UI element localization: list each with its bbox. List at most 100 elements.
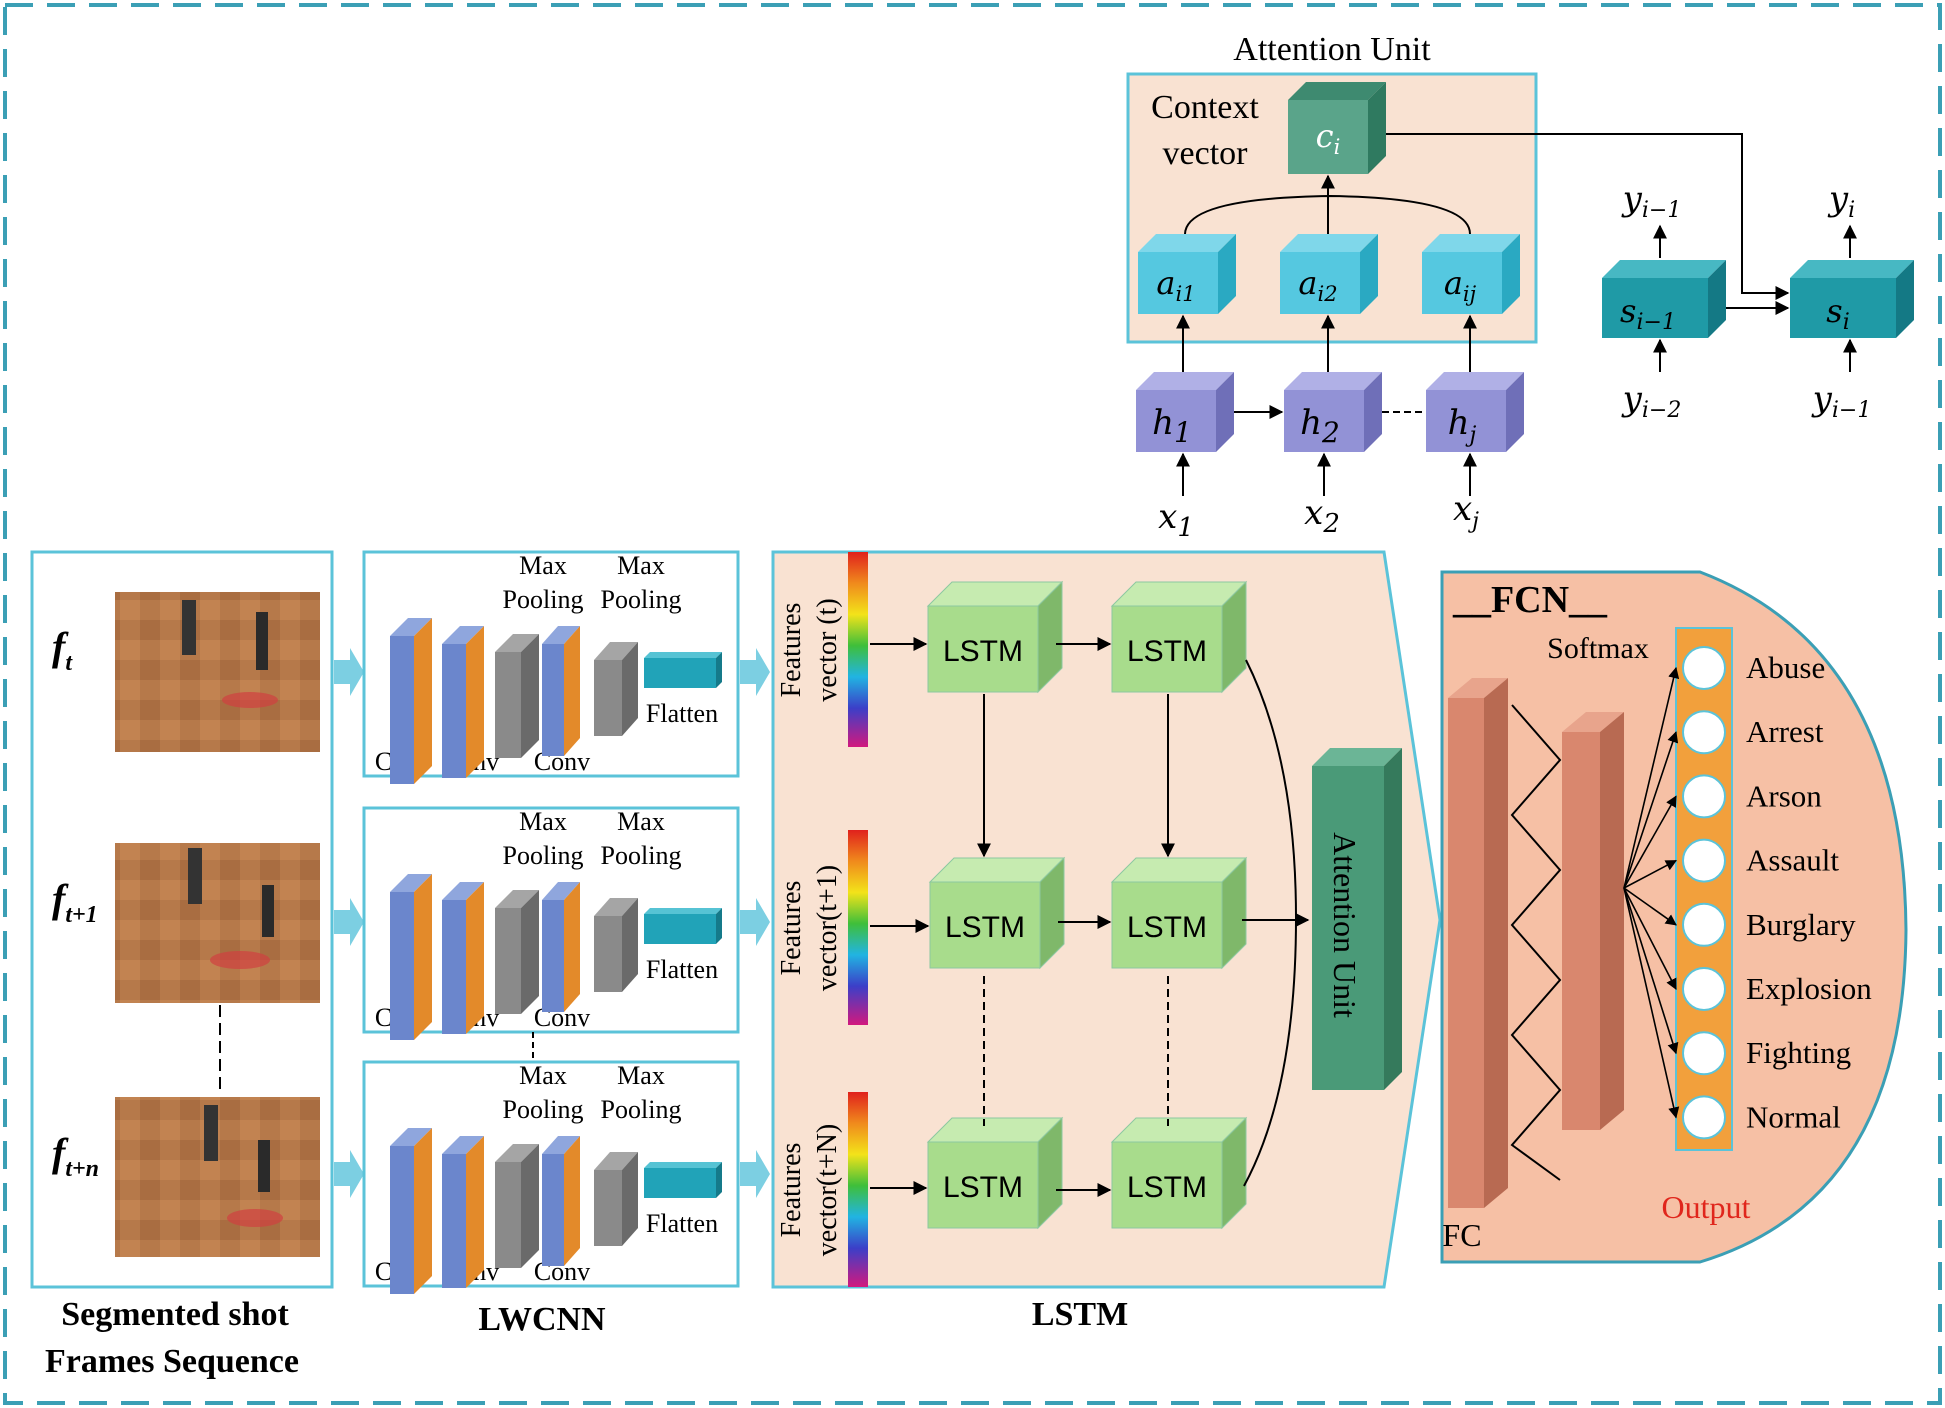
svg-text:yi−1: yi−1 [1811, 379, 1872, 423]
context-to-state-arrow [1386, 133, 1790, 300]
flatten-block [644, 652, 722, 688]
x1-symbol: x [1158, 497, 1177, 537]
svg-text:aij: aij [1444, 264, 1477, 306]
lstm-caption: LSTM [1032, 1296, 1128, 1333]
lstm-cell-label: LSTM [1127, 1171, 1207, 1204]
lstm-cell-label: LSTM [1127, 635, 1207, 668]
pooling-label-2: Pooling [601, 841, 682, 870]
y-cur-top-symbol: y [1827, 179, 1849, 219]
flatten-label: Flatten [646, 1209, 718, 1238]
softmax-layer-bar [1562, 712, 1624, 1130]
lwcnn-panel-1: MaxMaxPoolingPoolingConvConvConvFlatten [362, 550, 740, 784]
y-cur-bottom-subscript: i−1 [1832, 398, 1871, 423]
pooling-label-2: Pooling [601, 585, 682, 614]
flatten-block [644, 908, 722, 944]
svg-text:si: si [1826, 292, 1849, 335]
feature-label-2-line1: Features [776, 881, 807, 976]
output-node-1 [1682, 646, 1726, 690]
frame-image-3 [115, 1097, 320, 1257]
max-label-1: Max [519, 1061, 567, 1090]
class-label-abuse: Abuse [1746, 650, 1825, 685]
conv-block-3 [542, 626, 580, 756]
output-label: Output [1662, 1189, 1751, 1225]
attention-unit-bar-label: Attention Unit [1327, 832, 1363, 1018]
pooling-label-2: Pooling [601, 1095, 682, 1124]
aggregation-arc [1184, 194, 1471, 235]
max-label-2: Max [617, 1061, 665, 1090]
fc-connections [1510, 704, 1562, 1181]
conv-block-1 [390, 1128, 432, 1294]
svg-text:xj: xj [1453, 489, 1479, 534]
s-cur-subscript: i [1843, 310, 1850, 335]
s-prev-subscript: i−1 [1636, 310, 1675, 335]
feature-label-1-line2: vector (t) [812, 598, 843, 701]
svg-text:h1: h1 [1152, 403, 1192, 449]
decoder-state-current-cube: si [1790, 260, 1914, 338]
a1-symbol: a [1156, 264, 1175, 302]
lstm-cell-label: LSTM [943, 635, 1023, 668]
conv-block-2 [442, 626, 484, 778]
pool-block-2 [594, 898, 638, 992]
svg-text:yi−1: yi−1 [1621, 179, 1682, 223]
svg-text:yi: yi [1827, 179, 1855, 223]
max-label-1: Max [519, 807, 567, 836]
svg-text:yi−2: yi−2 [1621, 379, 1682, 423]
x2-subscript: 2 [1322, 509, 1340, 539]
decoder-states: si−1 si yi−1 yi yi−2 yi−1 [1386, 133, 1914, 423]
output-node-5 [1682, 902, 1726, 947]
feature-bar-1 [848, 552, 868, 747]
conv-block-1 [390, 618, 432, 784]
attention-weight-cube-3: aij [1422, 234, 1520, 314]
fcn-panel: __FCN__ Softmax AbuseArrestArsonAssaultB… [1440, 570, 1908, 1264]
a2-subscript: i2 [1318, 282, 1338, 306]
flatten-label: Flatten [646, 699, 718, 728]
cnn-to-lstm-arrows [740, 648, 770, 1198]
attention-unit-detail: Attention Unit Context vector ci ai1 ai2 [1126, 31, 1538, 543]
pool-block-2 [594, 642, 638, 736]
svg-text:x2: x2 [1304, 493, 1340, 539]
output-node-6 [1682, 967, 1726, 1011]
max-label-2: Max [617, 807, 665, 836]
output-node-2 [1682, 710, 1726, 755]
h1-subscript: 1 [1174, 416, 1192, 449]
pooling-label-1: Pooling [503, 585, 584, 614]
max-label-1: Max [519, 551, 567, 580]
frame-label-2: ft+1 [52, 876, 98, 928]
outer-dashed-frame [3, 3, 1942, 1405]
frame-image-1 [115, 592, 320, 752]
fc-layer-bar [1448, 678, 1508, 1208]
output-node-4 [1682, 838, 1726, 883]
class-label-arrest: Arrest [1746, 714, 1824, 749]
y-prev-bottom-subscript: i−2 [1642, 398, 1681, 423]
h2-subscript: 2 [1321, 416, 1340, 449]
feature-label-2-line2: vector(t+1) [812, 865, 843, 991]
lwcnn-panels: MaxMaxPoolingPoolingConvConvConvFlattenM… [362, 550, 740, 1294]
x2-symbol: x [1304, 493, 1323, 533]
frame-label-1: ft [52, 624, 73, 676]
lstm-cell-1: LSTM [926, 580, 1064, 694]
class-label-normal: Normal [1746, 1099, 1841, 1134]
attention-unit-bar: Attention Unit [1312, 748, 1402, 1090]
lstm-cell-2: LSTM [1110, 580, 1248, 694]
h2-symbol: h [1300, 403, 1322, 443]
output-node-7 [1682, 1031, 1726, 1076]
h3-symbol: h [1448, 403, 1470, 443]
feature-bar-2 [848, 830, 868, 1025]
attention-weight-cube-1: ai1 [1138, 234, 1236, 314]
lwcnn-panel-3: MaxMaxPoolingPoolingConvConvConvFlatten [362, 1060, 740, 1294]
lstm-cell-4: LSTM [1110, 856, 1248, 970]
frames-caption-1: Segmented shot [61, 1296, 289, 1333]
output-node-3 [1682, 774, 1726, 819]
output-node-8 [1682, 1095, 1726, 1140]
output-nodes: AbuseArrestArsonAssaultBurglaryExplosion… [1623, 646, 1872, 1140]
s-cur-symbol: s [1826, 292, 1842, 330]
attention-weight-cube-2: ai2 [1280, 234, 1378, 314]
context-vector-label-1: Context [1151, 89, 1259, 126]
max-label-2: Max [617, 551, 665, 580]
decoder-state-prev-cube: si−1 [1602, 260, 1726, 338]
hidden-state-cube-2: h2 [1284, 372, 1382, 452]
hidden-state-cube-3: hj [1426, 372, 1524, 452]
